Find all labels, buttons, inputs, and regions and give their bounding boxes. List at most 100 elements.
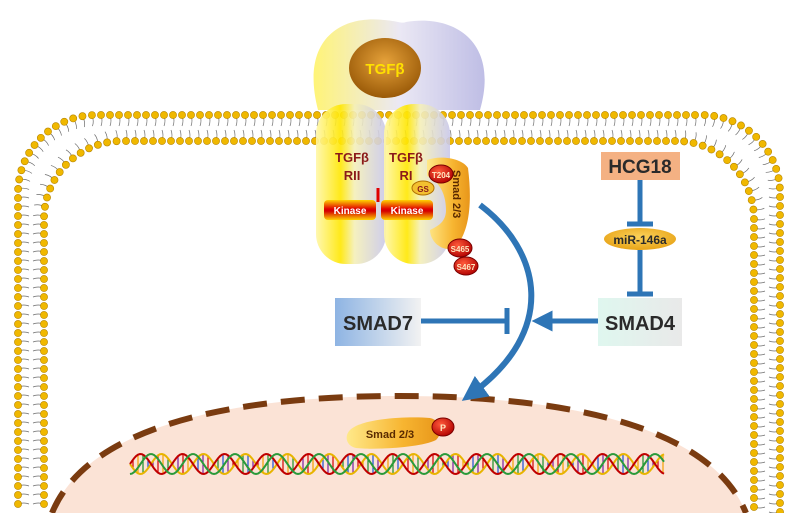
lipid-head [574, 111, 582, 119]
lipid-head [158, 137, 166, 145]
lipid-head [40, 365, 48, 373]
lipid-head [69, 154, 77, 163]
lipid-head [40, 401, 48, 409]
rii-kinase-label: Kinase [334, 206, 367, 217]
lipid-head [776, 319, 784, 327]
lipid-head [592, 111, 600, 119]
lipid-head [151, 111, 159, 119]
lipid-head [88, 111, 96, 120]
site-s465-label: S465 [451, 245, 470, 254]
lipid-head [776, 373, 784, 381]
lipid-head [776, 400, 784, 408]
lipid-head [774, 174, 783, 183]
lipid-head [776, 202, 784, 210]
lipid-head [196, 111, 204, 119]
lipid-head [194, 137, 202, 145]
lipid-head [776, 463, 784, 471]
lipid-head [14, 284, 22, 292]
lipid-head [40, 446, 48, 454]
lipid-head [637, 111, 645, 119]
lipid-head [455, 137, 463, 145]
smad23-nuclear: Smad 2/3 P [346, 417, 455, 449]
lipid-head [750, 476, 758, 484]
lipid-head [653, 137, 661, 145]
lipid-head [527, 137, 535, 145]
lipid-head [160, 111, 168, 119]
rii-label-line1: TGFβ [335, 150, 369, 165]
lipid-head [664, 111, 672, 119]
lipid-head [750, 377, 758, 385]
lipid-head [529, 111, 537, 119]
site-s465 [447, 238, 473, 258]
lipid-head [750, 494, 758, 502]
receptor-rii-body [316, 104, 386, 264]
lipid-head [776, 220, 784, 228]
lipid-head [776, 418, 784, 426]
lipid-head [40, 374, 48, 382]
site-s467-label: S467 [457, 263, 476, 272]
lipid-head [750, 251, 758, 259]
lipid-head [776, 238, 784, 246]
lipid-head [626, 137, 634, 145]
site-t204 [428, 164, 454, 184]
lipid-head [610, 111, 618, 119]
lipid-head [768, 156, 777, 164]
tgf-beta-ligand [349, 38, 421, 98]
lipid-head [176, 137, 184, 145]
lipid-head [502, 111, 510, 119]
lipid-head [554, 137, 562, 145]
lipid-head [509, 137, 517, 145]
lipid-head [69, 114, 78, 123]
lipid-head [776, 337, 784, 345]
lipid-head [14, 437, 22, 445]
lipid-head [40, 455, 48, 463]
smad7-box [335, 298, 421, 346]
lipid-head [295, 111, 303, 119]
lipid-head [115, 111, 123, 119]
lipid-head [55, 168, 64, 176]
lipid-head [14, 374, 22, 382]
lipid-head [14, 221, 22, 229]
lipid-head [131, 137, 139, 145]
lipid-head [662, 137, 670, 145]
lipid-head [750, 287, 758, 295]
lipid-head [187, 111, 195, 119]
lipid-head [40, 275, 48, 283]
lipid-head [14, 230, 22, 238]
lipid-head [17, 166, 26, 175]
lipid-head [448, 111, 456, 119]
rii-label-line2: RII [344, 168, 361, 183]
lipid-head [40, 356, 48, 364]
lipid-head [758, 140, 767, 148]
lipid-head [40, 329, 48, 337]
lipid-head [493, 111, 501, 119]
lipid-head [14, 356, 22, 364]
lipid-head [776, 283, 784, 291]
lipid-head [565, 111, 573, 119]
lipid-head [14, 320, 22, 328]
lipid-head [619, 111, 627, 119]
lipid-head [750, 404, 758, 412]
lipid-head [772, 164, 781, 173]
ri-kinase-domain [381, 200, 433, 220]
lipid-head [203, 137, 211, 145]
lipid-head [14, 329, 22, 337]
lipid-head [776, 481, 784, 489]
lipid-head [40, 221, 48, 229]
lipid-head [776, 454, 784, 462]
lipid-head [241, 111, 249, 119]
lipid-head [617, 137, 625, 145]
lipid-head [97, 111, 105, 119]
lipid-head [14, 491, 22, 499]
lipid-head [511, 111, 519, 119]
lipid-head [750, 350, 758, 358]
lipid-head [518, 137, 526, 145]
lipid-head [140, 137, 148, 145]
dna-strand [129, 453, 665, 475]
lipid-head [776, 445, 784, 453]
lipid-head [750, 215, 758, 223]
lipid-head [457, 111, 465, 119]
lipid-head [776, 436, 784, 444]
smad7-label: SMAD7 [343, 313, 413, 335]
lipid-head [221, 137, 229, 145]
